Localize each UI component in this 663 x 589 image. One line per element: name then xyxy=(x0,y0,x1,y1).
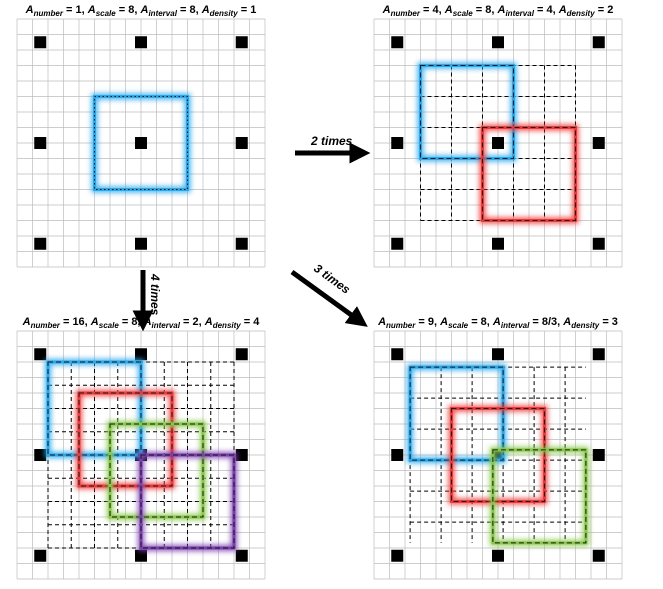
reference-dot xyxy=(592,237,605,250)
panel-title: Anumber = 4, Ascale = 8, Ainterval = 4, … xyxy=(382,4,614,18)
reference-dot xyxy=(34,237,47,250)
reference-dot xyxy=(34,348,47,361)
arrow-down-label: 4 times xyxy=(148,273,162,316)
anchor-box-green xyxy=(107,421,206,520)
reference-dot xyxy=(391,549,404,562)
reference-dot xyxy=(391,137,404,149)
reference-dot xyxy=(391,36,404,49)
anchor-box-blue xyxy=(45,359,144,458)
panel-top-left: Anumber = 1, Ascale = 8, Ainterval = 8, … xyxy=(16,4,266,268)
reference-dot xyxy=(492,36,504,49)
reference-dot xyxy=(34,449,47,461)
reference-dot xyxy=(492,549,504,562)
panel-title: Anumber = 16, Ascale = 8, Ainterval = 2,… xyxy=(22,316,261,330)
reference-dots xyxy=(34,36,248,250)
reference-dot xyxy=(592,137,605,149)
reference-dot xyxy=(235,549,248,562)
panel-bottom-left: Anumber = 16, Ascale = 8, Ainterval = 2,… xyxy=(16,316,266,580)
panel-title: Anumber = 1, Ascale = 8, Ainterval = 8, … xyxy=(25,4,257,18)
reference-dot xyxy=(235,449,248,461)
anchor-box-blue xyxy=(417,62,517,162)
reference-dot xyxy=(391,348,404,361)
anchor-box-red xyxy=(479,124,579,224)
reference-dot xyxy=(235,348,248,361)
grid xyxy=(373,330,623,580)
anchor-box-green xyxy=(489,446,589,546)
reference-dot xyxy=(135,36,147,49)
reference-dot xyxy=(592,449,605,461)
arrow-right: 2 times xyxy=(295,134,371,164)
reference-dot xyxy=(135,549,147,562)
reference-dots xyxy=(391,36,605,250)
reference-dot xyxy=(492,237,504,250)
panel-title: Anumber = 9, Ascale = 8, Ainterval = 8/3… xyxy=(377,316,618,330)
reference-dot xyxy=(492,137,504,149)
anchor-box-blue xyxy=(407,364,507,464)
grid xyxy=(373,18,623,268)
anchor-box-blue xyxy=(91,93,191,193)
reference-dot xyxy=(391,237,404,250)
reference-dot xyxy=(492,348,504,361)
reference-dot xyxy=(235,36,248,49)
reference-dot xyxy=(592,348,605,361)
reference-dot xyxy=(34,549,47,562)
reference-dot xyxy=(34,36,47,49)
arrow-diagonal: 3 times xyxy=(290,261,368,327)
reference-dots xyxy=(34,348,248,562)
reference-dot xyxy=(235,137,248,149)
panel-bottom-right: Anumber = 9, Ascale = 8, Ainterval = 8/3… xyxy=(373,316,623,580)
reference-dot xyxy=(592,549,605,562)
anchor-box-red xyxy=(448,405,548,505)
reference-dot xyxy=(135,237,147,250)
reference-dot xyxy=(592,36,605,49)
reference-dot xyxy=(235,237,248,250)
reference-dot xyxy=(34,137,47,149)
arrow-down: 4 times xyxy=(132,270,162,332)
panel-top-right: Anumber = 4, Ascale = 8, Ainterval = 4, … xyxy=(373,4,623,268)
anchor-box-red xyxy=(76,390,175,489)
anchor-box-purple xyxy=(138,452,237,551)
reference-dot xyxy=(135,137,147,149)
reference-dot xyxy=(391,449,404,461)
reference-dot xyxy=(135,348,147,361)
arrow-right-label: 2 times xyxy=(310,134,353,148)
